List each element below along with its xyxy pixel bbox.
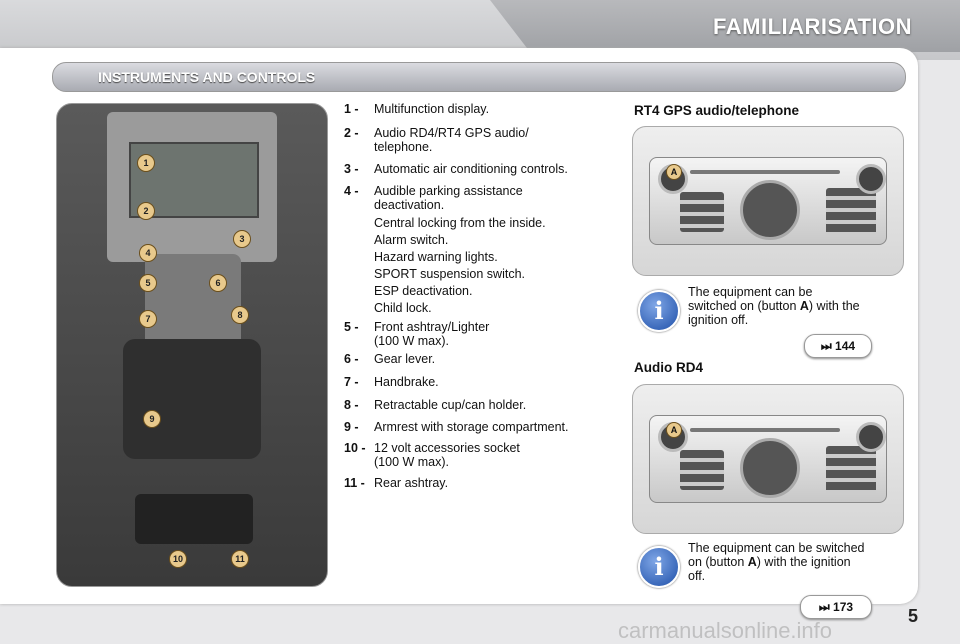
watermark: carmanualsonline.info [618, 618, 833, 643]
callout-6: 6 [209, 274, 227, 292]
right-knob [856, 422, 886, 452]
callout-5: 5 [139, 274, 157, 292]
chapter-tab [490, 0, 960, 52]
callout-10: 10 [169, 550, 187, 568]
callout-11: 11 [231, 550, 249, 568]
item-text: (100 W max). [374, 334, 450, 348]
rd4-image: A [632, 384, 904, 534]
item-number: 9 - [344, 420, 359, 434]
page-reference-144[interactable]: ⏭ 144 [804, 334, 872, 358]
item-number: 2 - [344, 126, 359, 140]
interior-photo: 1 2 3 4 5 6 7 8 9 10 11 [56, 103, 328, 587]
callout-8: 8 [231, 306, 249, 324]
rd4-faceplate: A [649, 415, 887, 503]
navigation-dial [740, 180, 800, 240]
note-line: The equipment can be [688, 285, 813, 299]
item-subtext: Hazard warning lights. [374, 250, 498, 264]
item-text: Audio RD4/RT4 GPS audio/ [374, 126, 529, 140]
item-number: 5 - [344, 320, 359, 334]
right-knob [856, 164, 886, 194]
callout-1: 1 [137, 154, 155, 172]
item-subtext: SPORT suspension switch. [374, 267, 525, 281]
left-buttons [680, 450, 724, 490]
left-buttons [680, 192, 724, 232]
rd4-title: Audio RD4 [634, 360, 703, 375]
item-number: 3 - [344, 162, 359, 176]
chapter-title: FAMILIARISATION [713, 14, 912, 39]
item-text: (100 W max). [374, 455, 450, 469]
item-text: Rear ashtray. [374, 476, 449, 490]
rt4-image: A [632, 126, 904, 276]
page-number: 5 [908, 606, 919, 626]
note-line-2: on (button A) with the ignition [688, 555, 851, 569]
callout-7: 7 [139, 310, 157, 328]
keypad [826, 188, 876, 236]
section-title: INSTRUMENTS AND CONTROLS [98, 69, 316, 85]
item-text: Retractable cup/can holder. [374, 398, 527, 412]
callout-9: 9 [143, 410, 161, 428]
rd4-note: The equipment can be switched on (button… [688, 541, 904, 583]
section-bar [52, 62, 906, 92]
note-line: The equipment can be switched [688, 541, 865, 555]
item-text: 12 volt accessories socket [374, 441, 520, 455]
item-text: Audible parking assistance [374, 184, 523, 198]
note-line: off. [688, 569, 706, 583]
note-line-2: switched on (button A) with the [688, 299, 860, 313]
item-number: 10 - [344, 441, 366, 455]
item-text: Handbrake. [374, 375, 439, 389]
item-text: Gear lever. [374, 352, 436, 366]
item-text: Front ashtray/Lighter [374, 320, 490, 334]
rt4-title: RT4 GPS audio/telephone [634, 103, 800, 118]
item-text: Armrest with storage compartment. [374, 420, 569, 434]
item-number: 7 - [344, 375, 359, 389]
navigation-dial [740, 438, 800, 498]
callout-4: 4 [139, 244, 157, 262]
item-subtext: ESP deactivation. [374, 284, 473, 298]
armrest-illustration [123, 339, 261, 459]
cd-slot [690, 428, 840, 432]
page-reference-173[interactable]: ⏭ 173 [800, 595, 872, 619]
item-number: 11 - [344, 476, 365, 490]
item-text: deactivation. [374, 198, 445, 212]
cd-slot [690, 170, 840, 174]
button-a-marker: A [666, 164, 682, 180]
info-icon: i [638, 546, 680, 588]
rt4-faceplate: A [649, 157, 887, 245]
rear-vent-illustration [135, 494, 253, 544]
item-number: 4 - [344, 184, 359, 198]
note-line: ignition off. [688, 313, 749, 327]
item-number: 1 - [344, 102, 359, 116]
callout-2: 2 [137, 202, 155, 220]
item-number: 8 - [344, 398, 359, 412]
info-icon: i [638, 290, 680, 332]
item-subtext: Alarm switch. [374, 233, 449, 247]
item-subtext: Child lock. [374, 301, 432, 315]
item-number: 6 - [344, 352, 359, 366]
button-a-marker: A [666, 422, 682, 438]
item-text: telephone. [374, 140, 433, 154]
rt4-note: The equipment can be switched on (button… [688, 285, 904, 327]
item-subtext: Central locking from the inside. [374, 216, 546, 230]
item-text: Multifunction display. [374, 102, 490, 116]
keypad [826, 446, 876, 494]
callout-3: 3 [233, 230, 251, 248]
item-text: Automatic air conditioning controls. [374, 162, 568, 176]
